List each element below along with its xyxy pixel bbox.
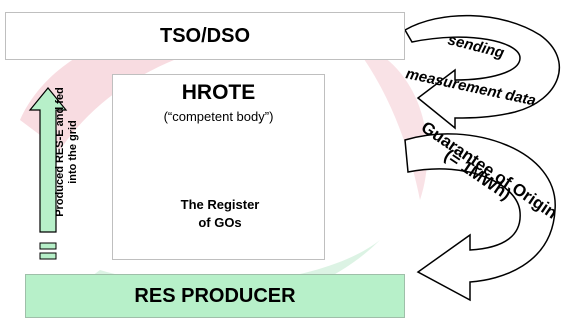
guarantee-arrow bbox=[404, 133, 556, 302]
tso-dso-label: TSO/DSO bbox=[159, 24, 250, 47]
tso-dso-box: TSO/DSO bbox=[5, 12, 405, 60]
upward-arrow bbox=[28, 87, 68, 260]
upward-arrow-label: Produced RES-E and fed into the grid bbox=[54, 87, 79, 217]
res-producer-label: RES PRODUCER bbox=[134, 284, 296, 307]
res-producer-box: RES PRODUCER bbox=[25, 274, 405, 318]
register-label: The Register of GOs bbox=[180, 197, 260, 230]
hrote-title: HROTE bbox=[181, 81, 256, 104]
watermark-red-right bbox=[350, 40, 428, 200]
sending-arrow bbox=[403, 14, 560, 130]
hrote-box: HROTE (“competent body”) bbox=[112, 74, 325, 260]
hrote-subtitle: (“competent body”) bbox=[163, 109, 274, 124]
